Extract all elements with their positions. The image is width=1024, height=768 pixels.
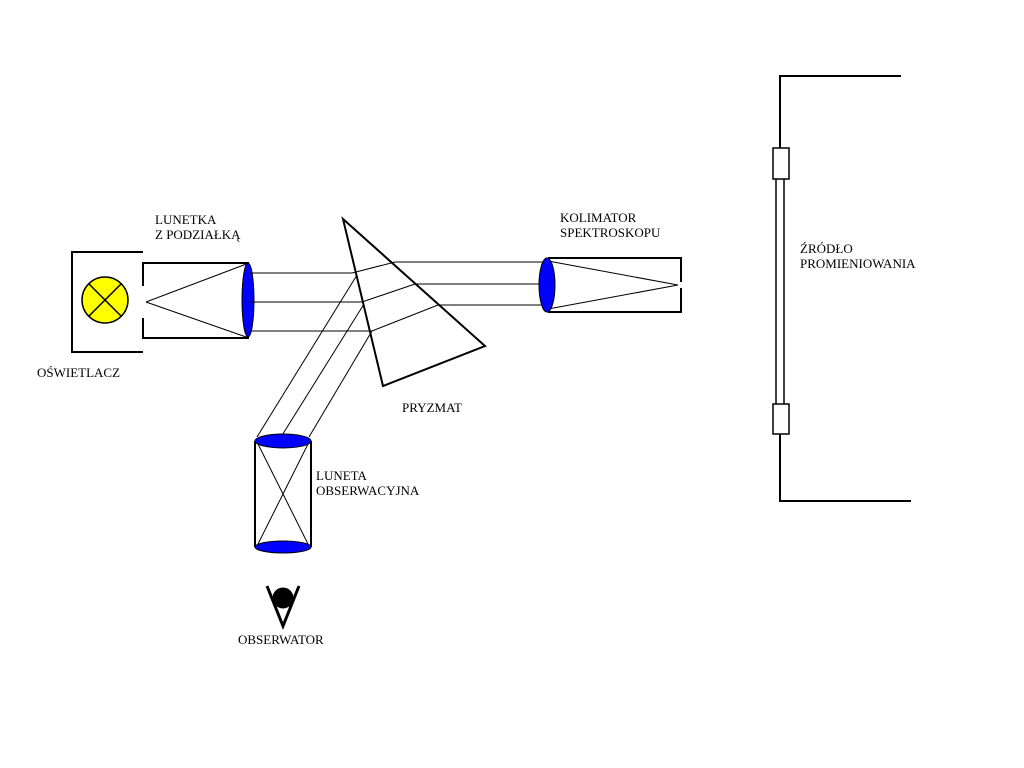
prism: [341, 216, 487, 388]
label-radiation-source-line2: PROMIENIOWANIA: [800, 256, 916, 271]
eyepiece-lens: [254, 540, 312, 554]
collimator-lens: [538, 257, 556, 313]
scale-tube-lens: [241, 262, 255, 338]
source-lead-top: [779, 75, 901, 148]
source-top-electrode: [772, 147, 790, 180]
label-radiation-source-line1: ŹRÓDŁO: [800, 241, 853, 256]
radiation-source: [772, 75, 911, 502]
label-collimator-line1: KOLIMATOR: [560, 210, 637, 225]
eye-icon: [265, 585, 301, 631]
observation-telescope: [254, 433, 312, 554]
label-illuminator: OŚWIETLACZ: [37, 365, 120, 380]
scale-tube-body: [142, 262, 249, 339]
label-collimator: KOLIMATOR SPEKTROSKOPU: [560, 210, 660, 240]
label-observation-telescope: LUNETA OBSERWACYJNA: [316, 468, 419, 498]
label-illuminator-text: OŚWIETLACZ: [37, 365, 121, 380]
scale-rays: [249, 272, 372, 332]
label-prism: PRYZMAT: [402, 400, 462, 415]
prism-internal-rays: [351, 261, 439, 332]
label-observer: OBSERWATOR: [238, 632, 324, 647]
collimator: [538, 257, 682, 313]
objective-lens: [254, 433, 312, 449]
label-observation-telescope-line1: LUNETA: [316, 468, 367, 483]
source-lead-bottom: [779, 434, 911, 502]
source-bottom-electrode: [772, 403, 790, 435]
label-radiation-source: ŹRÓDŁO PROMIENIOWANIA: [800, 241, 916, 271]
lamp-cross-icon: [81, 276, 129, 324]
label-observation-telescope-line2: OBSERWACYJNA: [316, 483, 420, 498]
label-scale-tube-line2: Z PODZIAŁKĄ: [155, 227, 241, 242]
label-scale-tube: LUNETKA Z PODZIAŁKĄ: [155, 212, 241, 242]
observation-rays: [256, 274, 373, 438]
label-scale-tube-line1: LUNETKA: [155, 212, 217, 227]
label-collimator-line2: SPEKTROSKOPU: [560, 225, 661, 240]
collimator-tube: [548, 257, 682, 313]
label-prism-text: PRYZMAT: [402, 400, 462, 415]
illuminator: [71, 251, 143, 353]
scale-tube: [142, 262, 255, 339]
label-observer-text: OBSERWATOR: [238, 632, 324, 647]
collimator-rays: [395, 261, 546, 306]
illuminator-housing: [71, 251, 143, 353]
